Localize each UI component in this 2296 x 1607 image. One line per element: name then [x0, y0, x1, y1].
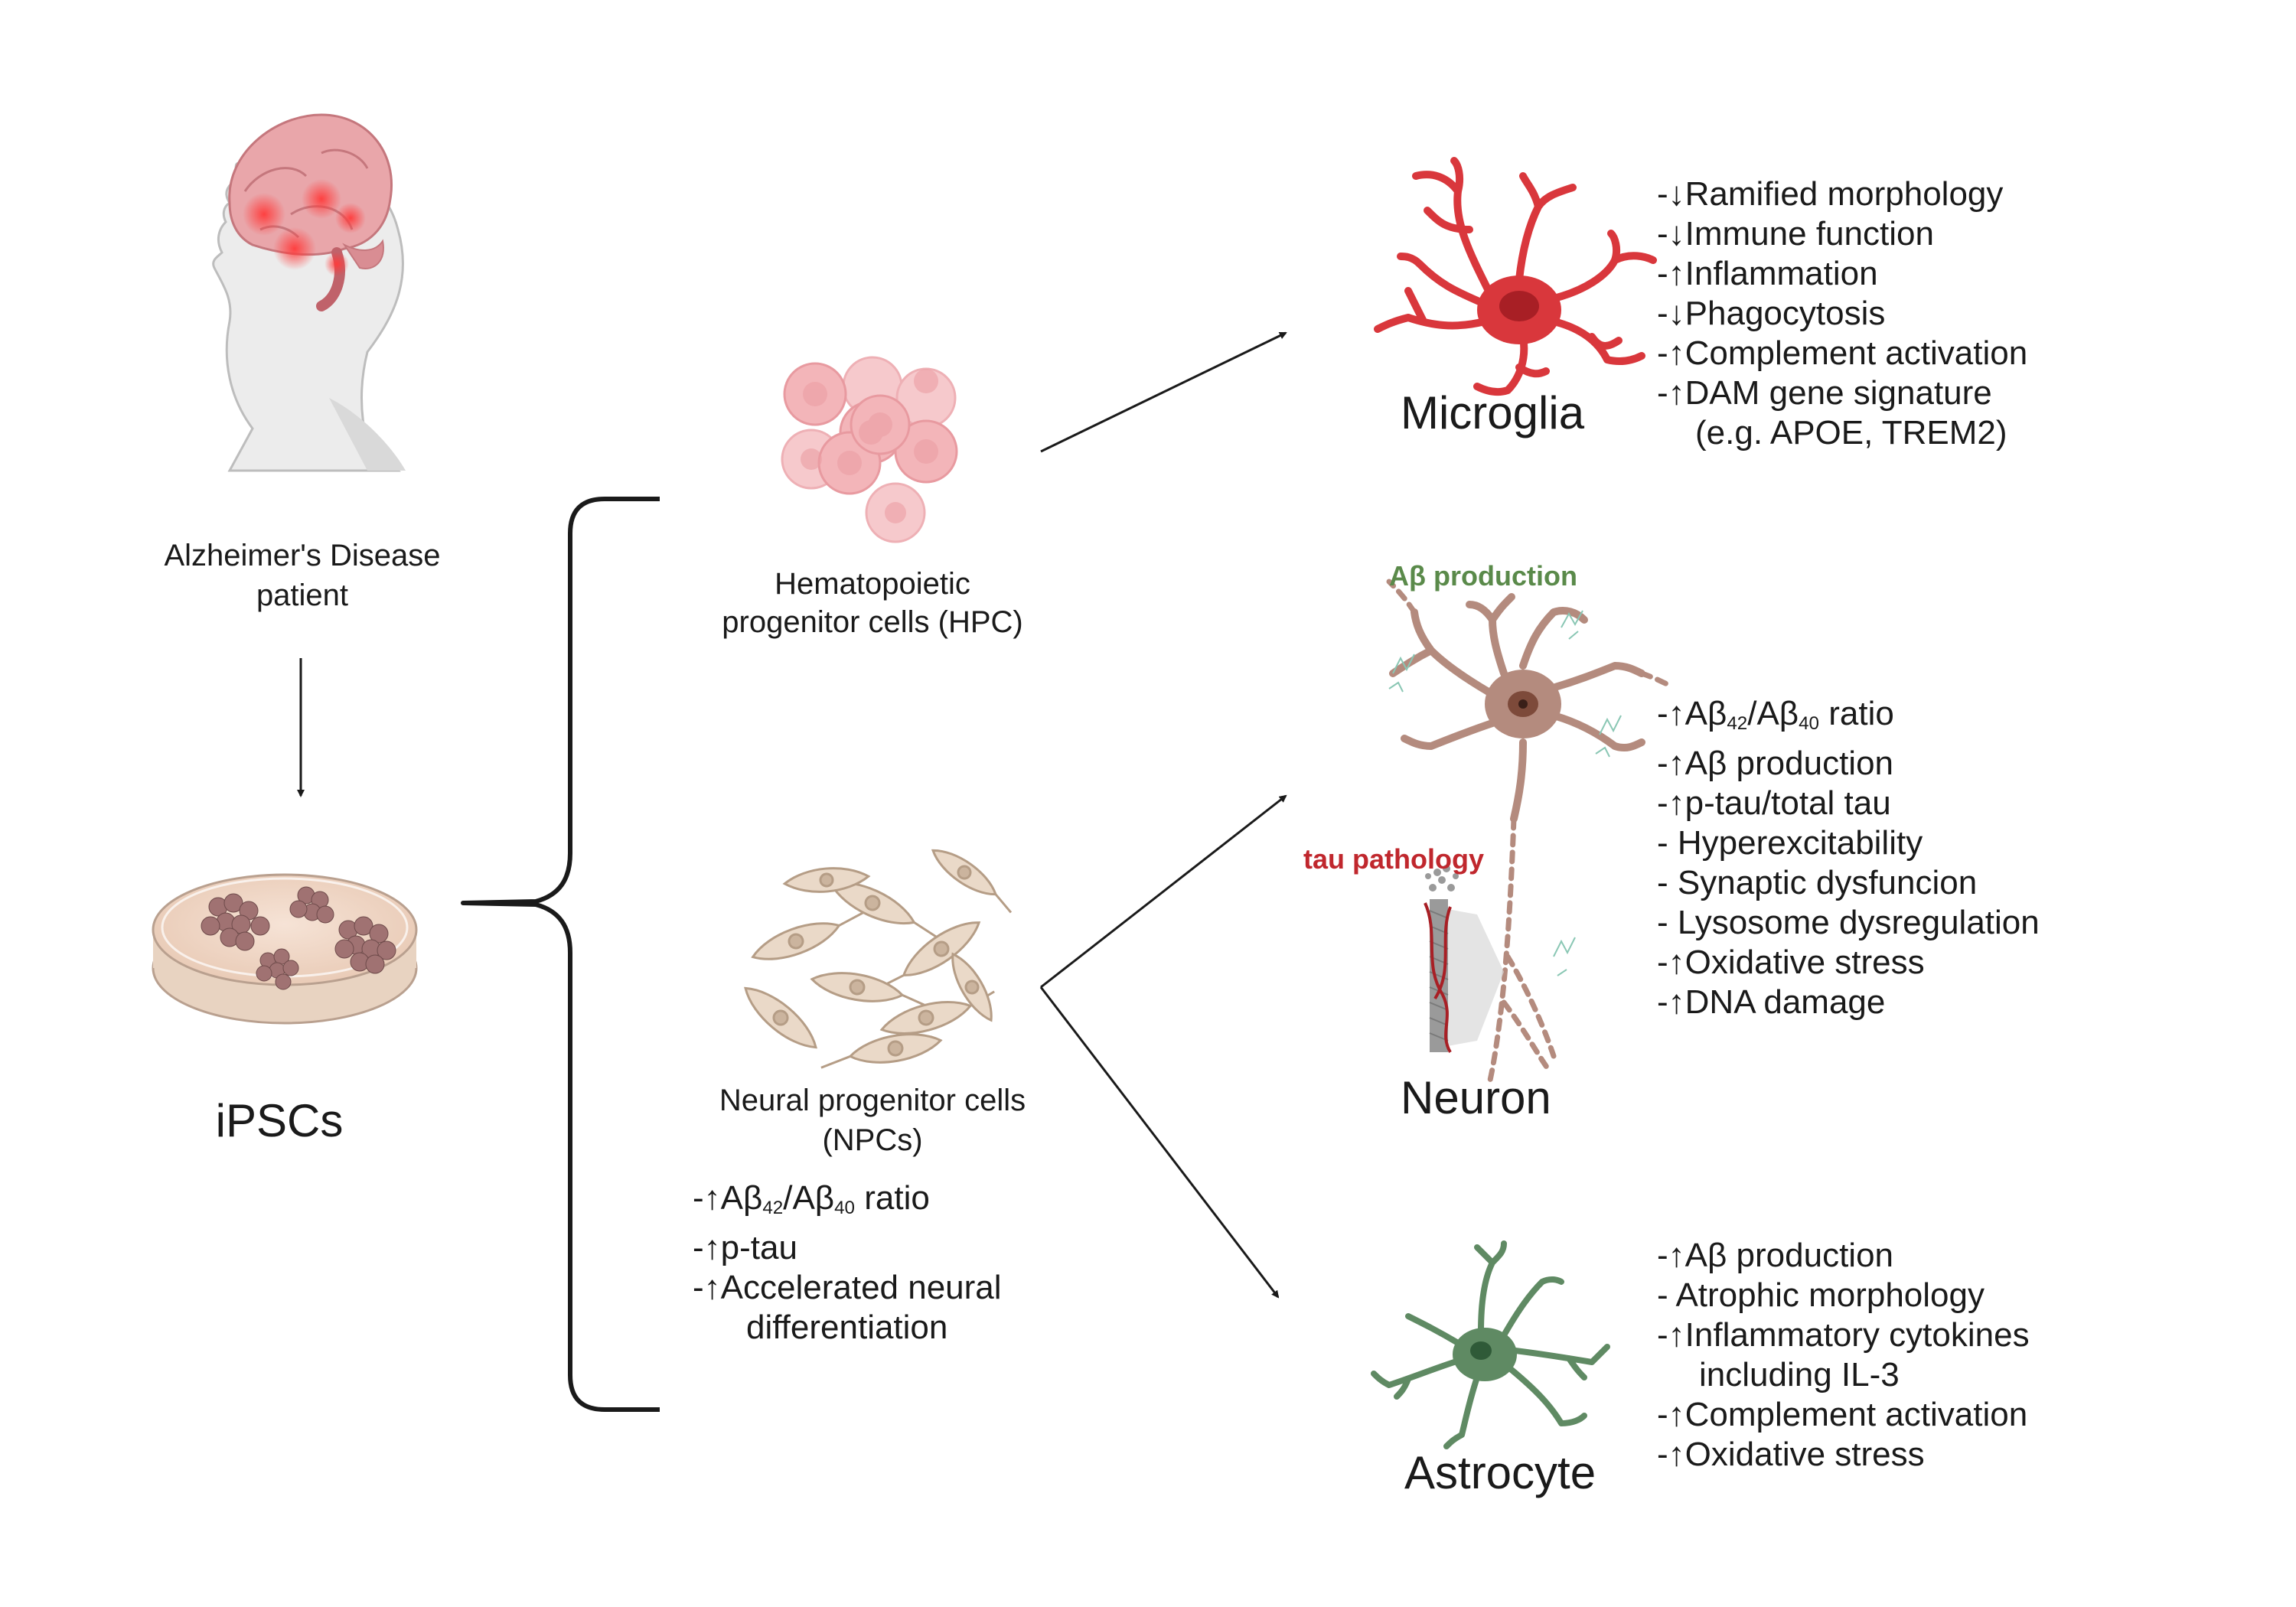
neuron-effect-item: - Lysosome dysregulation	[1657, 904, 2040, 942]
hpc-label: Hematopoietic progenitor cells (HPC)	[673, 565, 1071, 641]
astrocyte-effects-list: -↑Aβ production - Atrophic morphology -↑…	[1657, 1236, 2030, 1475]
astrocyte-effect-item: -↑Complement activation	[1657, 1396, 2028, 1433]
hpc-cells-illustration	[781, 356, 958, 543]
astrocyte-effect-item: -↑Aβ production	[1657, 1237, 1894, 1274]
astrocyte-effect-item: -↑Inflammatory cytokines	[1657, 1316, 2030, 1354]
astrocyte-effect-item: - Atrophic morphology	[1657, 1276, 1985, 1314]
npc-effect-item: differentiation	[746, 1309, 948, 1347]
microglia-effect-item: -↓Ramified morphology	[1657, 175, 2004, 213]
npc-label-line1: Neural progenitor cells	[719, 1084, 1026, 1117]
npc-cells-illustration	[744, 849, 1013, 1069]
npc-label-line2: (NPCs)	[822, 1123, 923, 1157]
microglia-illustration	[1374, 157, 1657, 396]
microglia-effects-list: -↓Ramified morphology -↓Immune function …	[1657, 174, 2027, 453]
neuron-effect-item: -↑DNA damage	[1657, 983, 1886, 1022]
microglia-label: Microglia	[1401, 387, 1585, 438]
tau-pathology-label: tau pathology	[1303, 843, 1484, 875]
neuron-label: Neuron	[1401, 1072, 1551, 1123]
astrocyte-label: Astrocyte	[1404, 1447, 1596, 1498]
microglia-effect-item: -↓Phagocytosis	[1657, 295, 1886, 332]
npc-effect-item: -↑Accelerated neural	[693, 1269, 1002, 1307]
patient-head-illustration	[212, 113, 406, 472]
npc-label: Neural progenitor cells (NPCs)	[673, 1081, 1071, 1160]
patient-label: Alzheimer's Disease patient	[130, 536, 475, 615]
astrocyte-illustration	[1371, 1240, 1610, 1449]
patient-label-line1: Alzheimer's Disease	[164, 539, 441, 572]
neuron-illustration	[1386, 579, 1671, 1090]
npc-effect-item: -↑p-tau	[693, 1229, 797, 1267]
neuron-effect-item: -↑Aβ production	[1657, 745, 1894, 783]
hpc-label-line2: progenitor cells (HPC)	[722, 605, 1023, 639]
microglia-effect-item: (e.g. APOE, TREM2)	[1695, 414, 2007, 451]
microglia-effect-item: -↑DAM gene signature	[1657, 374, 1992, 412]
neuron-effect-item: -↑Aβ42/Aβ40 ratio	[1657, 695, 1894, 735]
patient-label-line2: patient	[256, 579, 349, 612]
neuron-effects-list: -↑Aβ42/Aβ40 ratio -↑Aβ production -↑p-ta…	[1657, 694, 2040, 1022]
neuron-effect-item: -↑p-tau/total tau	[1657, 784, 1891, 823]
ab-production-label: Aβ production	[1389, 560, 1577, 592]
hpc-to-microglia-arrow	[1040, 331, 1287, 453]
neuron-effect-item: -↑Oxidative stress	[1657, 944, 1925, 982]
astrocyte-effect-item: including IL-3	[1699, 1356, 1900, 1393]
npc-effects-list: -↑Aβ42/Aβ40 ratio -↑p-tau -↑Accelerated …	[693, 1178, 1002, 1348]
astrocyte-effect-item: -↑Oxidative stress	[1657, 1436, 1925, 1473]
npc-effect-item: -↑Aβ42/Aβ40 ratio	[693, 1179, 930, 1219]
tau-tangle	[1424, 865, 1504, 1054]
microglia-effect-item: -↑Inflammation	[1657, 255, 1878, 292]
npc-to-neuron-arrow	[1040, 794, 1287, 989]
ipsc-label: iPSCs	[215, 1095, 344, 1146]
neuron-effect-item: - Synaptic dysfuncion	[1657, 864, 1978, 902]
microglia-effect-item: -↓Immune function	[1657, 215, 1934, 253]
neuron-effect-item: - Hyperexcitability	[1657, 824, 1923, 862]
microglia-effect-item: -↑Complement activation	[1657, 334, 2028, 372]
hpc-label-line1: Hematopoietic	[775, 567, 970, 601]
petri-dish-illustration	[152, 873, 418, 1025]
curly-brace	[461, 497, 660, 1412]
npc-to-astrocyte-arrow	[1039, 986, 1280, 1299]
